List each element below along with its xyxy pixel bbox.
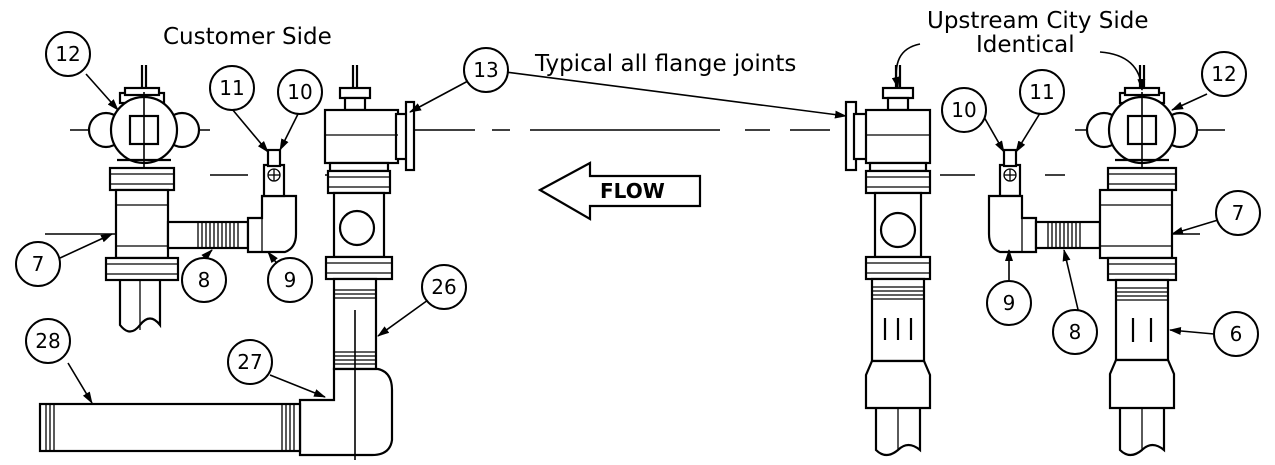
upstream-test-plug xyxy=(987,148,1038,254)
callout-10-left: 10 xyxy=(277,69,323,115)
svg-text:8: 8 xyxy=(1069,320,1082,344)
svg-text:12: 12 xyxy=(1211,62,1236,86)
callout-27: 27 xyxy=(227,339,273,385)
customer-riser-valve xyxy=(323,65,416,281)
svg-text:10: 10 xyxy=(287,80,312,104)
callout-8-right: 8 xyxy=(1052,309,1098,355)
callout-9-left: 9 xyxy=(267,257,313,303)
callout-7-right: 7 xyxy=(1215,190,1261,236)
callout-9-right: 9 xyxy=(986,280,1032,326)
svg-text:12: 12 xyxy=(55,42,80,66)
callout-8-left: 8 xyxy=(181,257,227,303)
svg-text:27: 27 xyxy=(237,350,262,374)
svg-text:26: 26 xyxy=(431,275,456,299)
svg-text:11: 11 xyxy=(219,76,244,100)
callout-26: 26 xyxy=(421,264,467,310)
svg-text:11: 11 xyxy=(1029,80,1054,104)
customer-test-plug xyxy=(262,148,286,198)
svg-text:8: 8 xyxy=(198,268,211,292)
flow-arrow: FLOW xyxy=(537,161,702,221)
callout-11-right: 11 xyxy=(1019,69,1065,115)
callout-28: 28 xyxy=(25,318,71,364)
upstream-riser-valve xyxy=(844,65,932,457)
identical-label: Identical xyxy=(976,32,1075,58)
svg-text:28: 28 xyxy=(35,329,60,353)
svg-text:13: 13 xyxy=(473,58,498,82)
callout-12-left: 12 xyxy=(45,31,91,77)
svg-text:7: 7 xyxy=(32,252,45,276)
callout-11-left: 11 xyxy=(209,65,255,111)
svg-text:9: 9 xyxy=(284,268,297,292)
customer-nipple-elbow xyxy=(166,194,298,254)
typical-flange-label: Typical all flange joints xyxy=(534,51,796,77)
svg-text:9: 9 xyxy=(1003,291,1016,315)
customer-bypass-piping xyxy=(38,277,394,460)
flow-label: FLOW xyxy=(600,179,665,203)
callout-13: 13 xyxy=(463,47,509,93)
callout-6: 6 xyxy=(1213,311,1259,357)
upstream-nipple xyxy=(1034,220,1102,250)
upstream-city-side-label: Upstream City Side xyxy=(927,8,1148,34)
customer-curb-valve xyxy=(87,65,201,192)
callout-10-right: 10 xyxy=(941,87,987,133)
callout-7-left: 7 xyxy=(15,241,61,287)
svg-text:6: 6 xyxy=(1230,322,1243,346)
svg-text:10: 10 xyxy=(951,98,976,122)
customer-tee xyxy=(104,188,180,333)
leader-lines xyxy=(59,43,1219,404)
customer-side-label: Customer Side xyxy=(163,24,332,50)
upstream-curb-valve xyxy=(1085,65,1199,457)
svg-text:7: 7 xyxy=(1232,201,1245,225)
callout-12-right: 12 xyxy=(1201,51,1247,97)
